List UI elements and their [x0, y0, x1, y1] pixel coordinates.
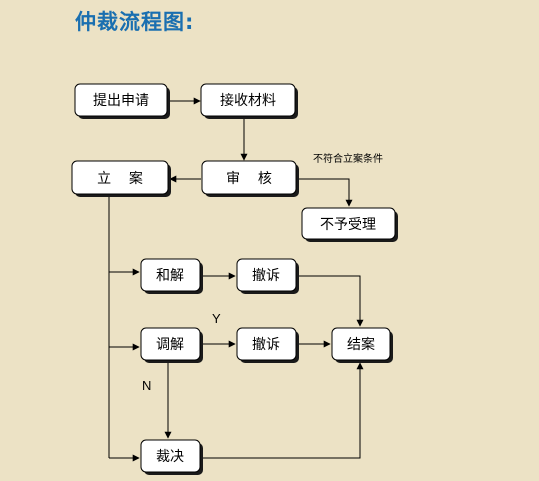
node-register: 立 案: [71, 160, 171, 197]
node-settle: 和解: [140, 258, 203, 294]
label-no: N: [142, 378, 151, 393]
node-mediate: 调解: [140, 327, 203, 363]
node-mediate-label: 调解: [156, 337, 184, 353]
node-ruling: 裁决: [140, 439, 203, 475]
node-receive: 接收材料: [200, 83, 298, 119]
node-receive-label: 接收材料: [220, 92, 276, 109]
label-yes: Y: [212, 311, 221, 326]
node-review-label: 审 核: [226, 171, 272, 187]
node-reject: 不予受理: [301, 207, 398, 242]
node-ruling-label: 裁决: [156, 449, 184, 465]
node-review: 审 核: [201, 160, 299, 197]
edge-review-reject: [298, 178, 353, 207]
edge-withdraw1-close: [298, 275, 364, 327]
node-apply-label: 提出申请: [93, 93, 149, 109]
node-close-label: 结案: [347, 336, 375, 353]
node-withdraw-mediate: 撤诉: [236, 327, 299, 363]
node-apply: 提出申请: [74, 83, 170, 119]
edges: [108, 97, 364, 462]
edge-ruling-close: [201, 362, 364, 459]
node-register-label: 立 案: [97, 170, 143, 187]
label-not-eligible: 不符合立案条件: [313, 152, 383, 165]
node-settle-label: 和解: [156, 268, 184, 284]
node-withdraw-settle-label: 撤诉: [252, 268, 280, 284]
node-withdraw-settle: 撤诉: [236, 258, 299, 294]
node-reject-label: 不予受理: [320, 217, 376, 233]
page-title: 仲裁流程图:: [75, 10, 195, 34]
node-withdraw-mediate-label: 撤诉: [252, 337, 280, 353]
node-close: 结案: [331, 327, 393, 363]
